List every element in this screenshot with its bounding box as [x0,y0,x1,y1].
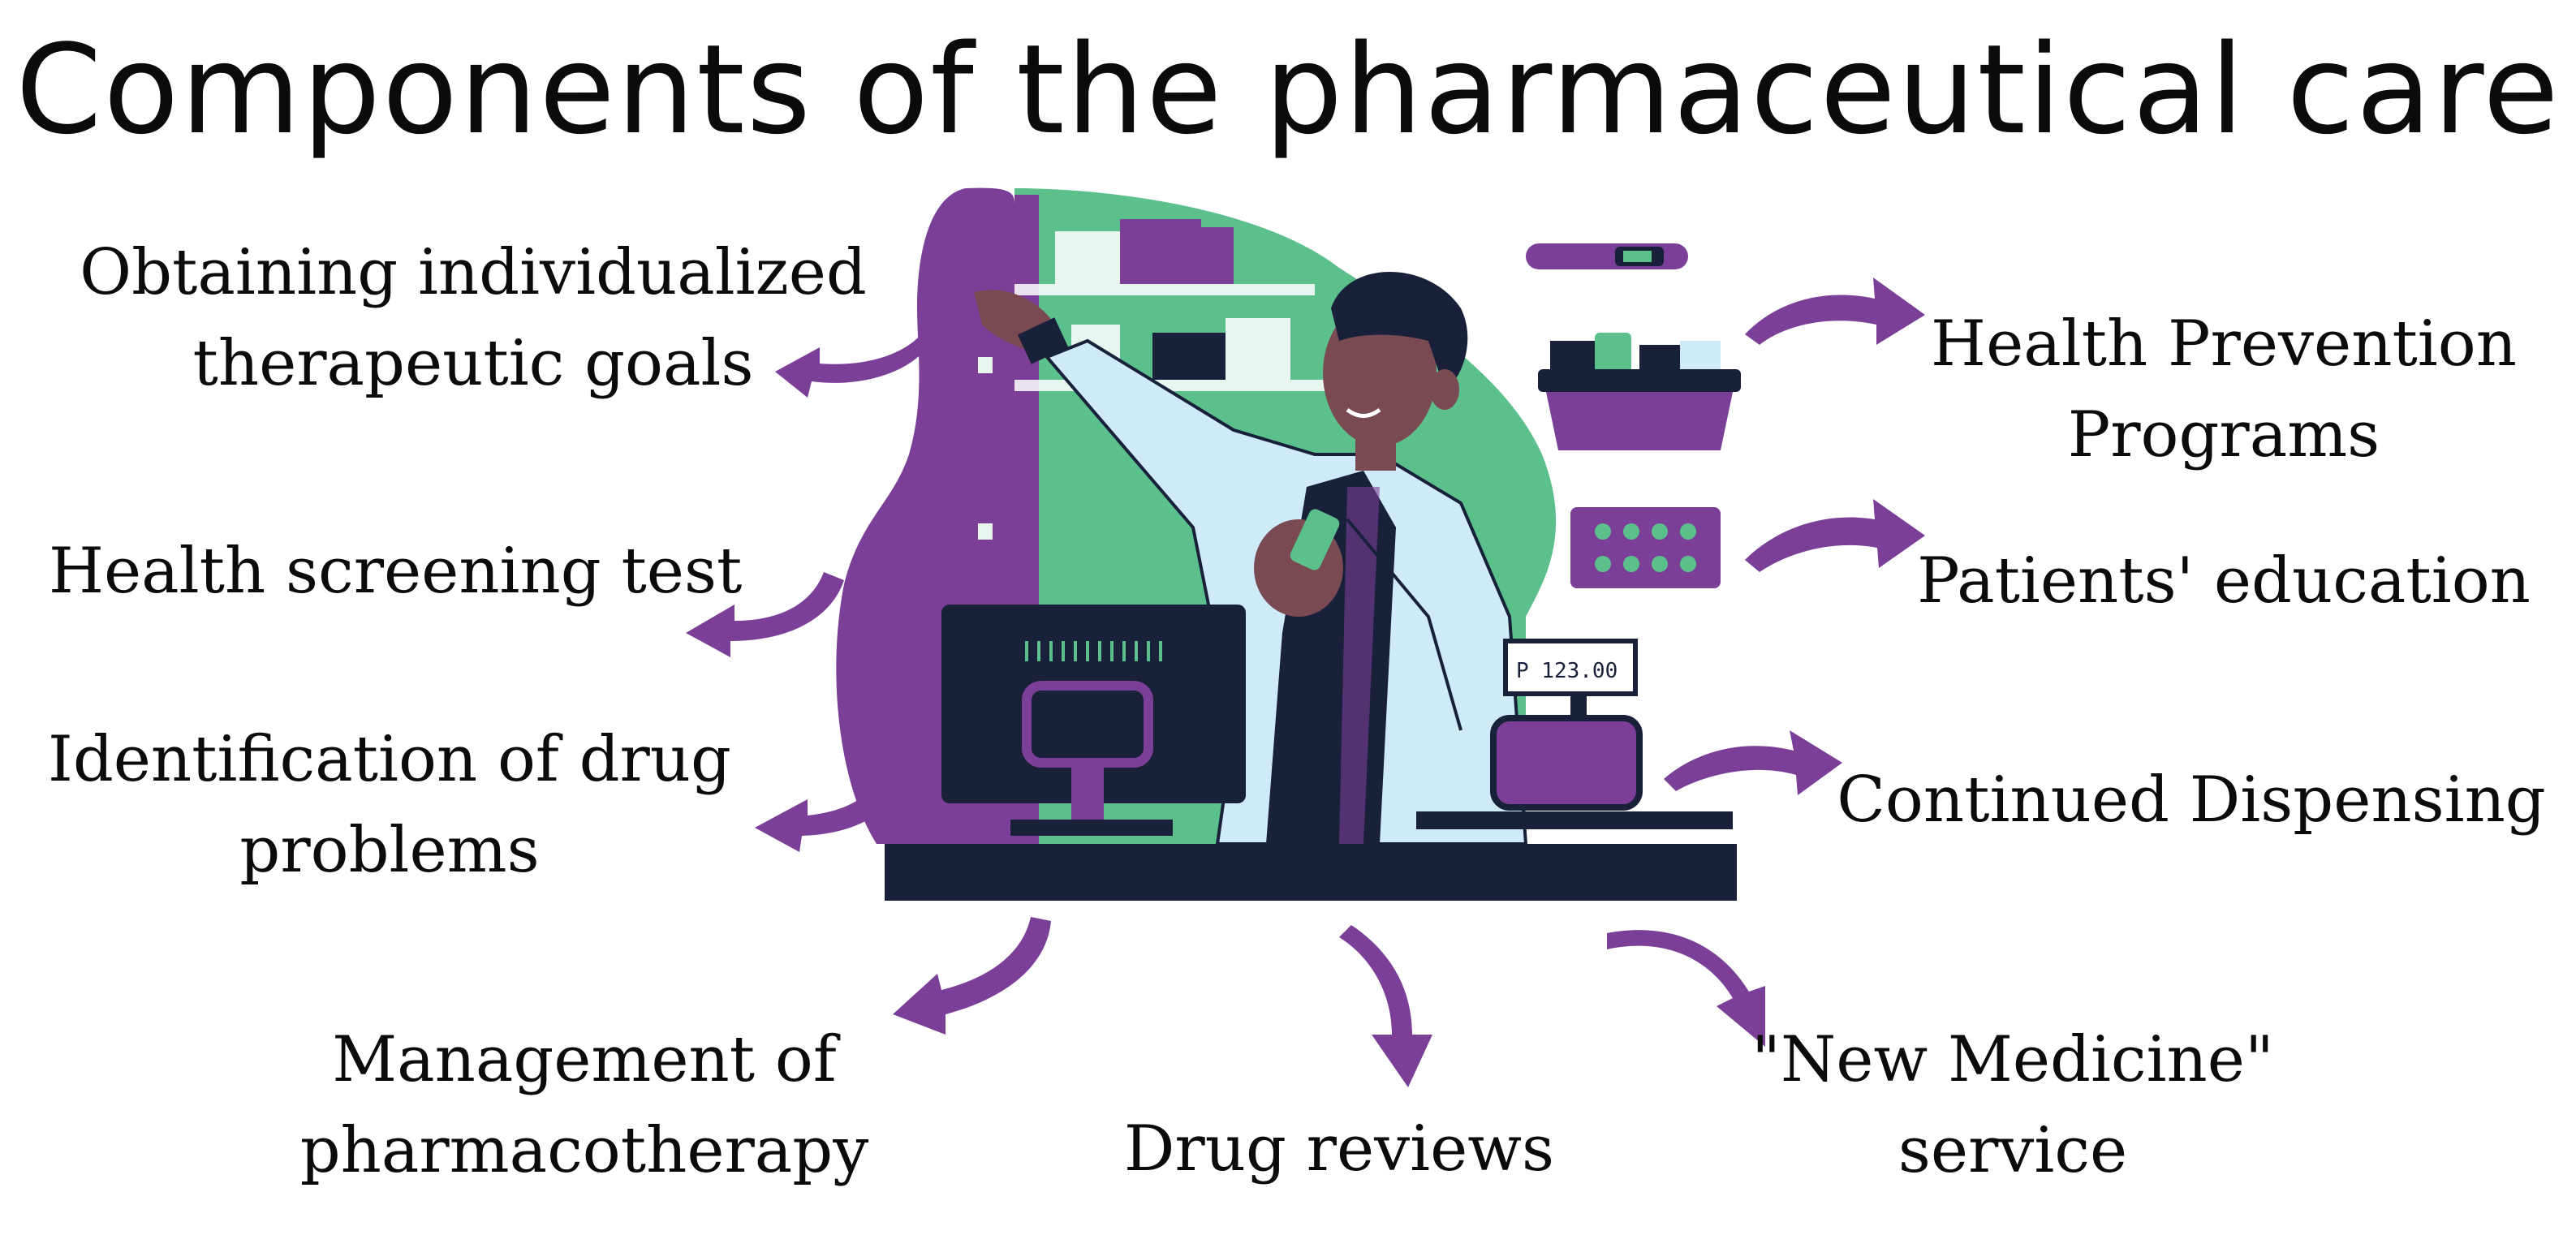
arrow-to-new-medicine [1607,930,1765,1047]
arrow-to-goals [775,334,929,398]
arrow-to-reviews [1339,925,1432,1087]
arrow-to-education [1745,499,1925,572]
pharmacist [974,272,1528,846]
label-new-medicine: "New Medicine" service [1737,1014,2289,1196]
label-line: service [1898,1114,2128,1187]
label-drug-problems: Identification of drug problems [45,714,734,896]
label-line: therapeutic goals [192,327,754,400]
register-display: P 123.00 [1516,659,1618,683]
label-line: pharmacotherapy [299,1114,869,1187]
label-patients-education: Patients' education [1907,536,2540,626]
arrow-to-drug-problems [755,775,901,852]
label-health-prevention: Health Prevention Programs [1923,299,2524,480]
label-line: Health Prevention [1931,308,2517,381]
label-line: problems [239,814,540,887]
label-management: Management of pharmacotherapy [276,1014,893,1196]
label-drug-reviews: Drug reviews [1088,1104,1591,1194]
diagram-title: Components of the pharmaceutical care [15,18,2561,161]
cash-register-icon [1416,639,1733,829]
label-line: Drug reviews [1123,1112,1555,1186]
label-continued-dispensing: Continued Dispensing [1834,755,2548,846]
label-health-screening: Health screening test [49,526,743,617]
label-therapeutic-goals: Obtaining individualized therapeutic goa… [71,227,875,409]
label-line: Programs [2067,398,2380,471]
computer-monitor-icon [941,605,1246,836]
pill-blister-icon [1570,507,1721,588]
label-line: Continued Dispensing [1837,764,2546,837]
arrow-to-management [893,917,1051,1035]
basket-icon [1538,333,1741,450]
arrow-to-prevention [1745,278,1925,345]
counter [885,844,1737,901]
thermometer-icon [1526,243,1688,269]
label-line: "New Medicine" [1751,1023,2274,1096]
arrow-to-dispensing [1664,730,1842,795]
label-line: Management of [332,1023,837,1096]
label-line: Health screening test [49,535,743,608]
label-line: Obtaining individualized [80,236,867,309]
arrow-to-screening [686,572,844,657]
label-line: Identification of drug [48,723,731,796]
label-line: Patients' education [1917,544,2531,618]
